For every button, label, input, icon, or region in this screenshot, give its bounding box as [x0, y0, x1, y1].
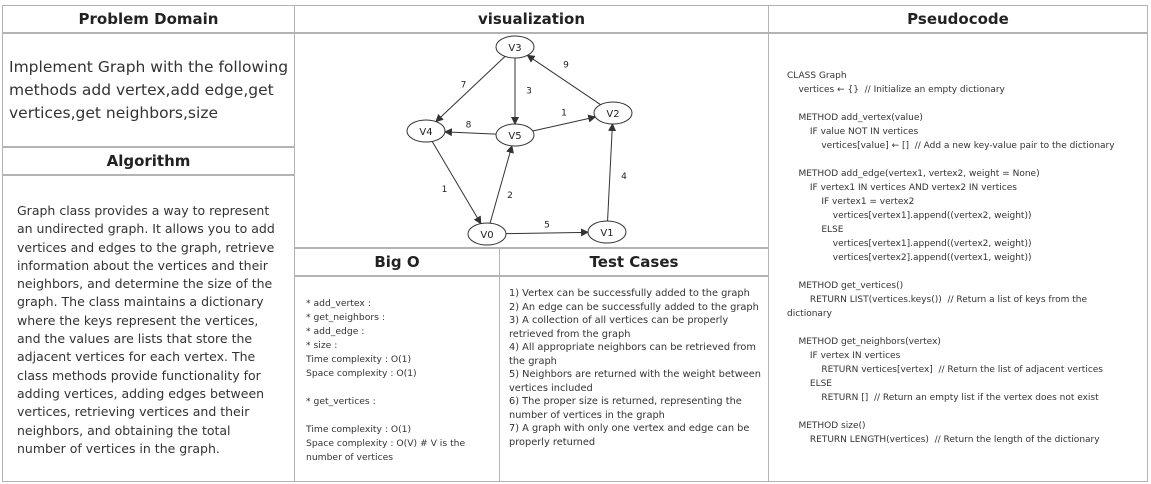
edge-weight-label: 1 [561, 109, 567, 119]
node-label: V4 [419, 127, 432, 138]
pseudocode-line [787, 97, 1145, 111]
big-o-line [306, 409, 496, 423]
edge-v1-v2 [607, 122, 617, 222]
pseudocode-panel: CLASS Graph vertices ← {} // Initialize … [768, 33, 1148, 482]
problem-domain-header: Problem Domain [2, 5, 295, 33]
node-label: V0 [480, 230, 493, 241]
pseudocode-line: IF value NOT IN vertices [787, 127, 919, 137]
big-o-header: Big O [294, 248, 500, 276]
test-cases-list: 1) Vertex can be successfully added to t… [509, 287, 765, 449]
node-label: V1 [600, 228, 613, 239]
big-o-line [306, 381, 496, 395]
edge-weight-label: 3 [526, 87, 532, 97]
test-case-item: 4) All appropriate neighbors can be retr… [509, 342, 756, 367]
test-case-item: 5) Neighbors are returned with the weigh… [509, 369, 762, 394]
edge-weight-label: 5 [544, 221, 550, 231]
pseudocode-line: RETURN LIST(vertices.keys()) // Return a… [787, 295, 1087, 305]
visualization-header: visualization [294, 5, 769, 33]
big-o-line: * add_edge : [306, 326, 365, 337]
edge-v0-v1 [505, 228, 590, 237]
pseudocode-line: vertices ← {} // Initialize an empty dic… [787, 85, 1005, 95]
big-o-line: Time complexity : O(1) [306, 354, 412, 365]
big-o-list: * add_vertex : * get_neighbors : * add_edg… [306, 297, 496, 465]
edge-weight-label: 2 [507, 191, 513, 201]
node-label: V3 [508, 43, 521, 54]
pseudocode-line [787, 153, 1145, 167]
pseudocode-line: METHOD add_edge(vertex1, vertex2, weight… [787, 169, 1040, 179]
graph-node-v4: V4 [406, 119, 446, 143]
pseudocode-line: IF vertex1 IN vertices AND vertex2 IN ve… [787, 183, 1017, 193]
test-case-item: 6) The proper size is returned, represen… [509, 396, 742, 421]
algorithm-panel: Graph class provides a way to represent … [2, 175, 295, 482]
pseudocode-line: METHOD size() [787, 421, 866, 431]
graph-node-v0: V0 [467, 222, 507, 246]
pseudocode-line [787, 405, 1145, 419]
big-o-line: * get_vertices : [306, 396, 376, 407]
test-cases-header: Test Cases [499, 248, 769, 276]
graph-node-v1: V1 [587, 220, 627, 244]
node-ellipse [467, 222, 507, 246]
pseudocode-line: vertices[vertex1].append((vertex2, weigh… [787, 211, 1032, 221]
node-ellipse [495, 123, 535, 147]
edge-weight-label: 8 [466, 121, 472, 131]
big-o-line: * size : [306, 340, 338, 351]
pseudocode-line: METHOD add_vertex(value) [787, 113, 923, 123]
big-o-line: Space complexity : O(1) [306, 368, 417, 379]
big-o-line: * get_neighbors : [306, 312, 385, 323]
pseudocode-line: vertices[value] ← [] // Add a new key-va… [787, 141, 1115, 151]
node-ellipse [587, 220, 627, 244]
node-ellipse [495, 35, 535, 59]
pseudocode-line: METHOD get_vertices() [787, 281, 904, 291]
edge-weight-label: 4 [621, 172, 627, 182]
graph-node-v3: V3 [495, 35, 535, 59]
node-ellipse [593, 101, 633, 125]
graph-node-v5: V5 [495, 123, 535, 147]
pseudocode-header: Pseudocode [768, 5, 1148, 33]
test-cases-panel: 1) Vertex can be successfully added to t… [499, 276, 769, 482]
test-case-item: 1) Vertex can be successfully added to t… [509, 288, 750, 299]
pseudocode-line: ELSE [787, 379, 832, 389]
edge-weight-label: 7 [461, 81, 467, 91]
edge-weight-label: 9 [563, 61, 569, 71]
edge-v3-v4 [435, 56, 506, 123]
pseudocode-line: IF vertex1 = vertex2 [787, 197, 915, 207]
node-label: V5 [508, 131, 521, 142]
pseudocode-line: METHOD get_neighbors(vertex) [787, 337, 941, 347]
problem-domain-text: Implement Graph with the following metho… [9, 58, 289, 122]
pseudocode-line [787, 321, 1145, 335]
algorithm-header: Algorithm [2, 147, 295, 175]
pseudocode-list: CLASS Graph vertices ← {} // Initialize … [787, 69, 1145, 447]
test-case-item: 7) A graph with only one vertex and edge… [509, 423, 750, 448]
node-ellipse [406, 119, 446, 143]
edge-v5-v4 [443, 128, 497, 137]
test-case-item: 3) A collection of all vertices can be p… [509, 315, 729, 340]
algorithm-text: Graph class provides a way to represent … [17, 203, 275, 456]
pseudocode-line: IF vertex IN vertices [787, 351, 901, 361]
edge-v2-v3 [526, 54, 601, 106]
big-o-line: * add_vertex : [306, 298, 371, 309]
pseudocode-line: vertices[vertex1].append((vertex2, weigh… [787, 239, 1032, 249]
pseudocode-line: RETURN [] // Return an empty list if the… [787, 393, 1099, 403]
edge-v0-v5 [489, 144, 514, 224]
big-o-panel: * add_vertex : * get_neighbors : * add_edg… [294, 276, 500, 482]
edge-v5-v2 [532, 114, 597, 132]
problem-domain-panel: Implement Graph with the following metho… [2, 33, 295, 147]
test-case-item: 2) An edge can be successfully added to … [509, 301, 759, 313]
pseudocode-line: vertices[vertex2].append((vertex1, weigh… [787, 253, 1032, 263]
big-o-line: Space complexity : O(V) # V is the [306, 438, 466, 449]
big-o-line: Time complexity : O(1) [306, 424, 412, 435]
pseudocode-line [787, 265, 1145, 279]
pseudocode-line: RETURN vertices[vertex] // Return the li… [787, 365, 1103, 375]
graph-node-v2: V2 [593, 101, 633, 125]
pseudocode-line: RETURN LENGTH(vertices) // Return the le… [787, 435, 1100, 445]
pseudocode-line: CLASS Graph [787, 71, 847, 81]
pseudocode-line: dictionary [787, 309, 832, 319]
edge-v4-v0 [431, 141, 482, 225]
big-o-line: number of vertices [306, 452, 394, 463]
edge-weight-label: 1 [442, 185, 448, 195]
pseudocode-line: ELSE [787, 225, 844, 235]
node-label: V2 [606, 109, 619, 120]
